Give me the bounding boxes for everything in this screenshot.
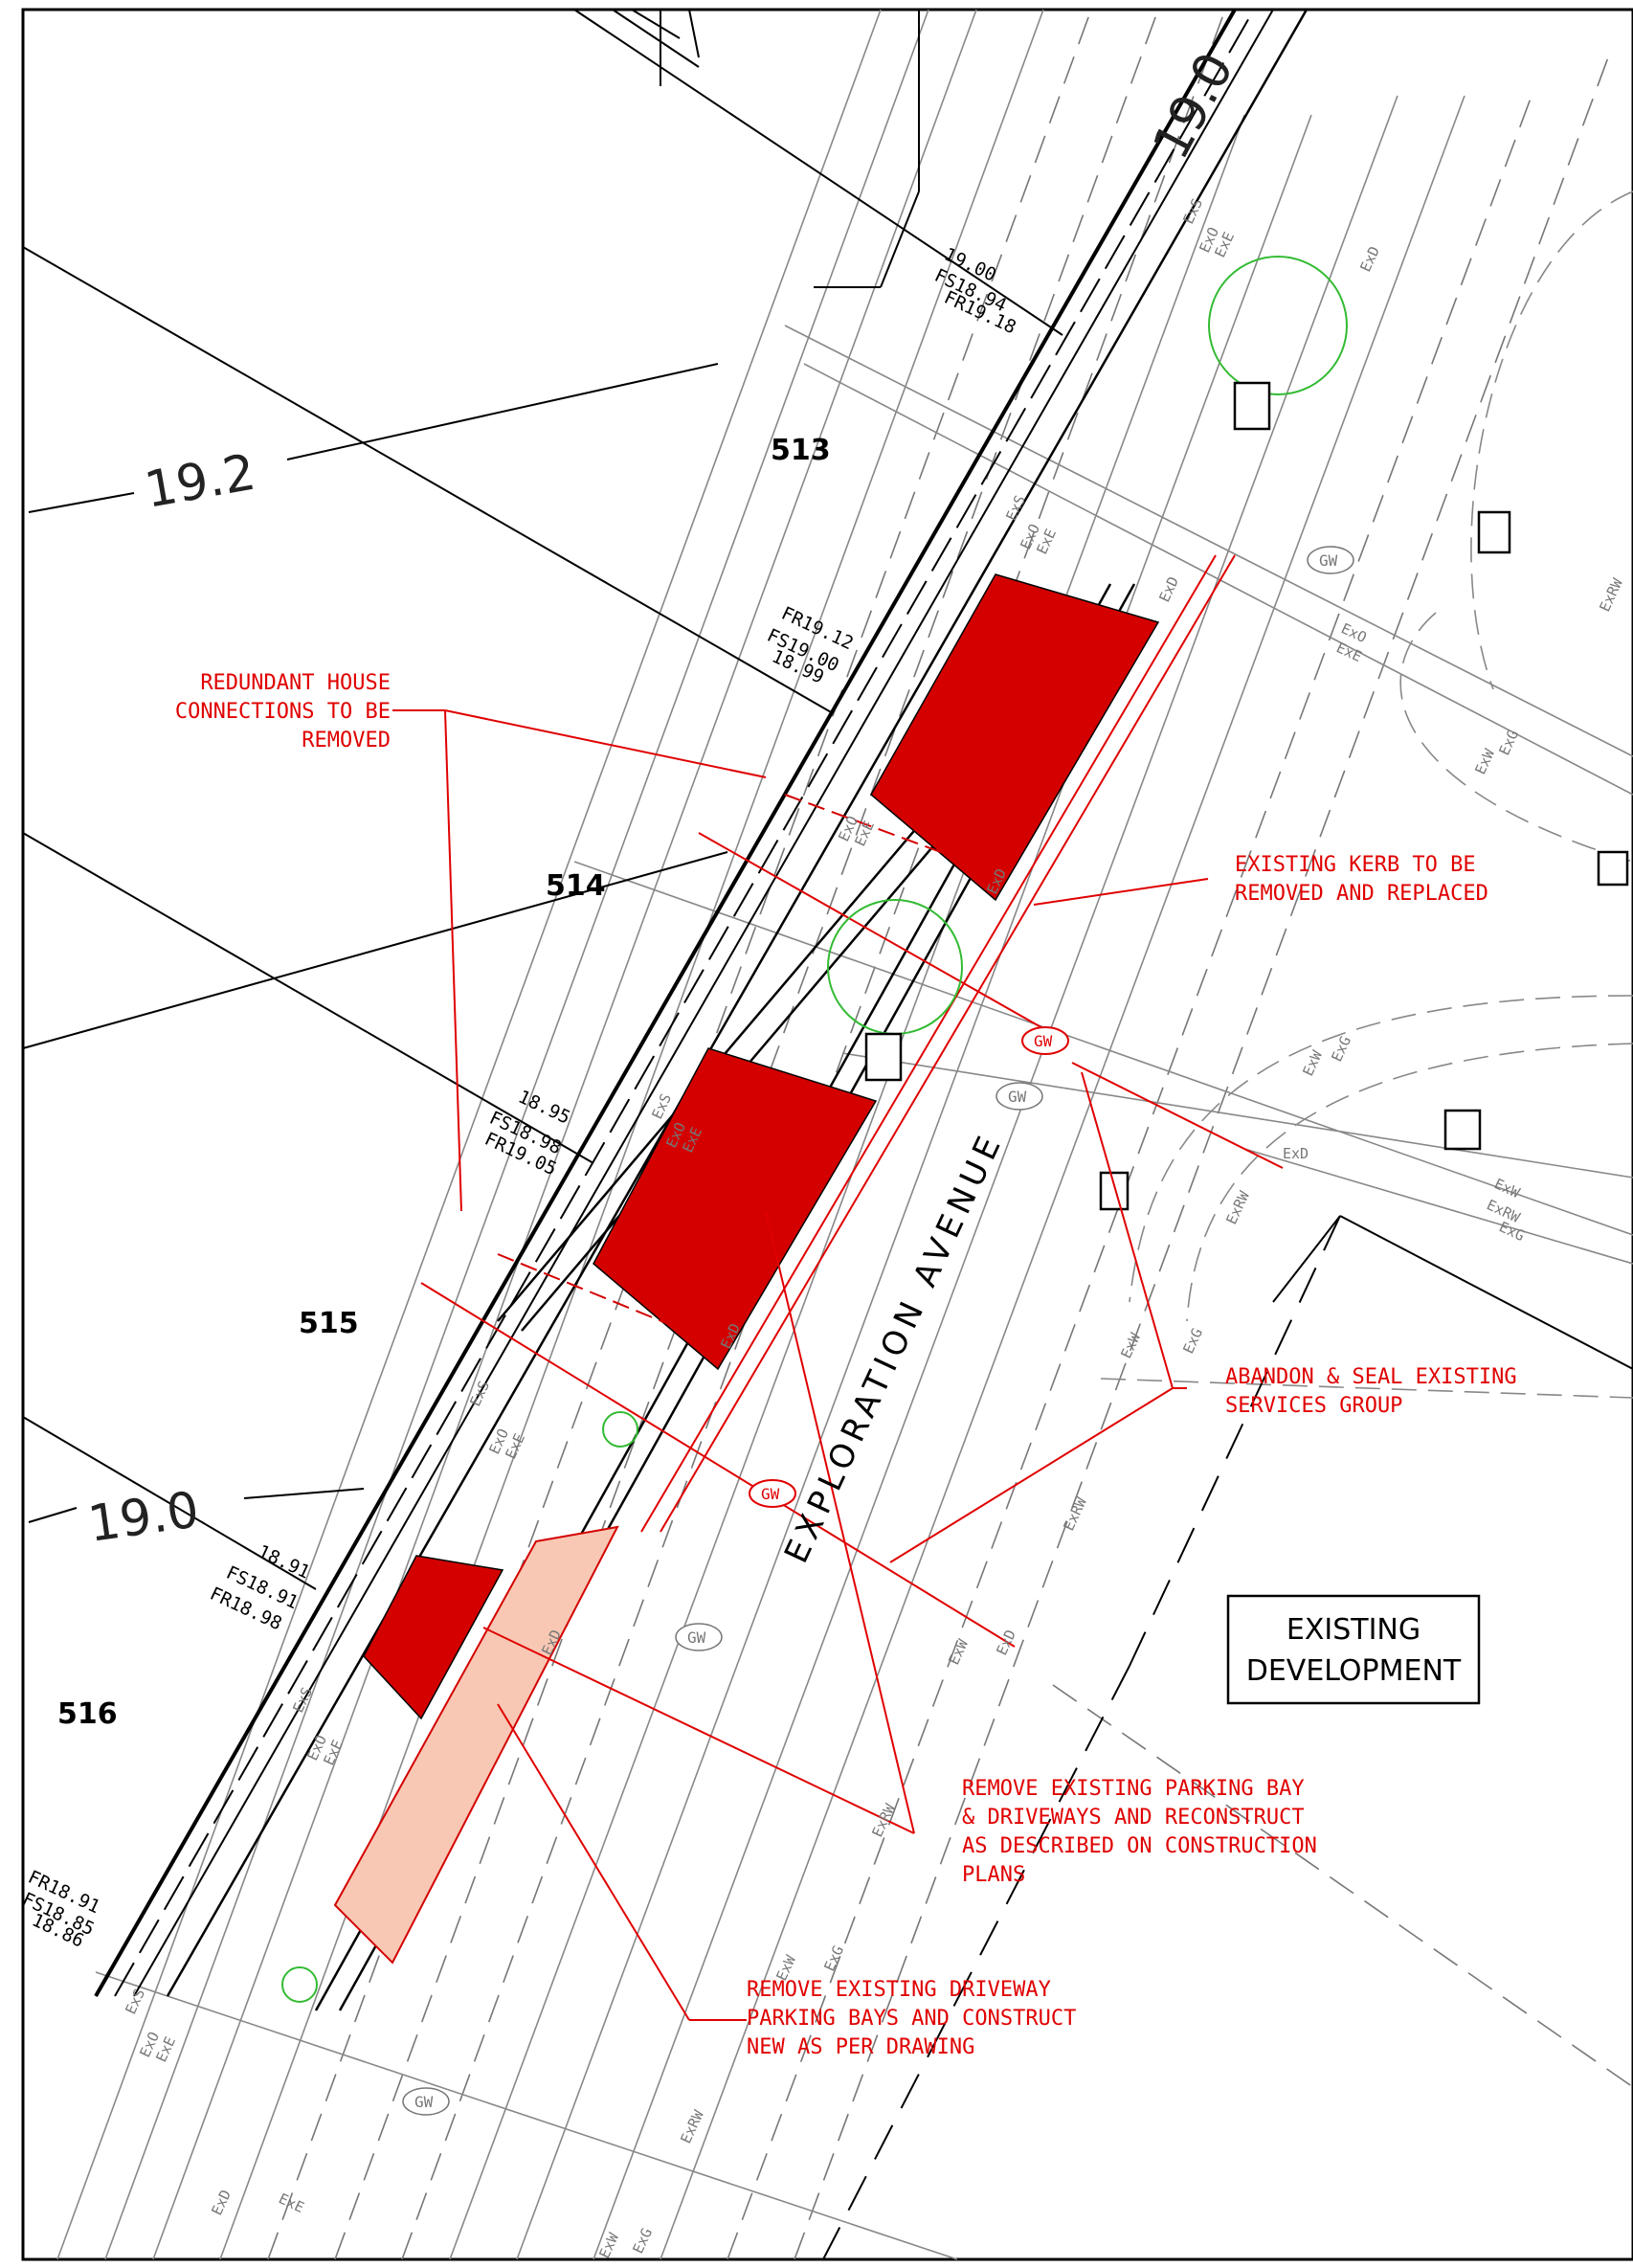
svg-text:GW: GW [414,2093,434,2111]
service-pits [864,381,1629,1211]
tree-4 [281,1966,318,2003]
svg-text:ExG: ExG [629,2226,656,2257]
level-group-3: 18.95 FS18.98 FR19.05 [481,1087,573,1180]
kerb-removal-lines [420,554,1284,1648]
svg-text:& DRIVEWAYS AND RECONSTRUCT: & DRIVEWAYS AND RECONSTRUCT [962,1806,1305,1830]
svg-text:EXISTING: EXISTING [1286,1613,1420,1647]
note-redundant-house: REDUNDANT HOUSE CONNECTIONS TO BE REMOVE… [175,671,391,752]
svg-text:ExW: ExW [595,2230,622,2261]
svg-text:REMOVED: REMOVED [302,729,391,752]
svg-text:ExRW: ExRW [677,2106,707,2145]
sheet-border [21,8,1633,2261]
note-existing-kerb: EXISTING KERB TO BE REMOVED AND REPLACED [1235,853,1488,906]
svg-text:ExG: ExG [1496,1218,1527,1245]
svg-text:SERVICES GROUP: SERVICES GROUP [1225,1394,1402,1418]
house-connection-dashes [497,794,968,1341]
contour-label-190-left: 19.0 [84,1481,202,1554]
cross-services-dashed [1100,191,1633,1399]
lot-515-label: 515 [299,1307,359,1340]
new-construction-area [333,1525,619,1965]
tree-3 [602,1411,638,1448]
contour-labels: 19.2 19.0 19.0 [84,44,1244,1554]
svg-text:ExS: ExS [1179,196,1206,227]
existing-development-boundary [822,1215,1341,2260]
gw-labels: GW GW GW GW GW GW [414,551,1338,2111]
contour-lines [28,363,719,1523]
contour-label-190-top: 19.0 [1143,44,1245,168]
svg-text:ExS: ExS [466,1379,493,1409]
svg-text:ExRW: ExRW [1060,1493,1090,1533]
level-group-2: FR19.12 FS19.00 18.99 [764,603,857,688]
svg-text:CONNECTIONS TO BE: CONNECTIONS TO BE [175,700,391,724]
existing-services-dashed [267,9,1633,2260]
svg-text:ExW: ExW [945,1636,972,1668]
note-abandon-seal: ABANDON & SEAL EXISTING SERVICES GROUP [1225,1365,1517,1418]
lot-516-label: 516 [57,1697,118,1731]
svg-text:GW: GW [687,1628,706,1647]
svg-text:ExW: ExW [1117,1330,1144,1361]
removal-area-515 [593,1047,878,1371]
level-group-1: 19.00 FS18.94 FR19.18 [931,244,1019,339]
level-group-4: 18.91 FS18.91 FR18.98 [207,1541,313,1635]
svg-text:GW: GW [1034,1032,1053,1050]
removal-area-516 [363,1555,504,1720]
svg-text:ExE: ExE [276,2189,306,2216]
property-alignment [94,9,1309,1997]
svg-text:ExS: ExS [122,1987,148,2017]
svg-text:EXISTING KERB TO BE: EXISTING KERB TO BE [1235,853,1476,877]
svg-text:GW: GW [1319,551,1338,570]
removal-areas [363,573,1160,1720]
svg-text:ExS: ExS [1002,493,1029,524]
svg-text:ExG: ExG [820,1943,847,1974]
svg-text:REDUNDANT HOUSE: REDUNDANT HOUSE [200,671,391,695]
svg-text:NEW AS PER DRAWING: NEW AS PER DRAWING [747,2035,974,2059]
svg-text:PLANS: PLANS [962,1863,1025,1887]
note-remove-parking: REMOVE EXISTING PARKING BAY & DRIVEWAYS … [962,1777,1317,1887]
svg-text:ExS: ExS [289,1685,316,1716]
gw-markers [402,546,1354,2116]
svg-text:ExRW: ExRW [1596,574,1626,614]
svg-text:REMOVE EXISTING PARKING BAY: REMOVE EXISTING PARKING BAY [962,1777,1305,1801]
lot-513-label: 513 [771,434,831,467]
svg-text:ExD: ExD [993,1628,1019,1658]
svg-text:ExG: ExG [1495,728,1522,758]
tree-1 [1208,256,1348,395]
lot-boundaries [22,9,1633,1590]
svg-text:AS DESCRIBED ON CONSTRUCTION: AS DESCRIBED ON CONSTRUCTION [962,1834,1317,1858]
svg-text:REMOVE EXISTING DRIVEWAY: REMOVE EXISTING DRIVEWAY [747,1978,1051,2002]
svg-text:ExRW: ExRW [868,1800,899,1839]
svg-text:ABANDON & SEAL EXISTING: ABANDON & SEAL EXISTING [1225,1365,1517,1389]
removal-area-514 [870,573,1160,902]
existing-development-box: EXISTING DEVELOPMENT [1226,1594,1481,1705]
svg-text:ExD: ExD [1356,244,1383,275]
lot-514-label: 514 [546,869,606,903]
svg-text:DEVELOPMENT: DEVELOPMENT [1246,1654,1462,1688]
svg-text:ExD: ExD [1155,574,1182,605]
svg-text:ExW: ExW [1471,746,1498,777]
svg-text:ExG: ExG [1179,1326,1206,1357]
svg-text:ExD: ExD [208,2188,235,2218]
svg-text:PARKING BAYS AND CONSTRUCT: PARKING BAYS AND CONSTRUCT [747,2007,1076,2031]
svg-text:GW: GW [761,1485,780,1503]
lot-numbers: 513 514 515 516 [57,434,831,1731]
note-remove-driveway: REMOVE EXISTING DRIVEWAY PARKING BAYS AN… [747,1978,1076,2059]
annotation-leaders [392,709,1209,2021]
svg-text:GW: GW [1008,1088,1027,1106]
svg-text:REMOVED AND REPLACED: REMOVED AND REPLACED [1235,882,1488,906]
svg-text:ExW: ExW [1299,1047,1326,1079]
svg-text:ExD: ExD [1283,1145,1309,1162]
level-group-5: FR18.91 FS18.85 18.86 [19,1867,103,1952]
contour-label-192: 19.2 [141,444,259,520]
